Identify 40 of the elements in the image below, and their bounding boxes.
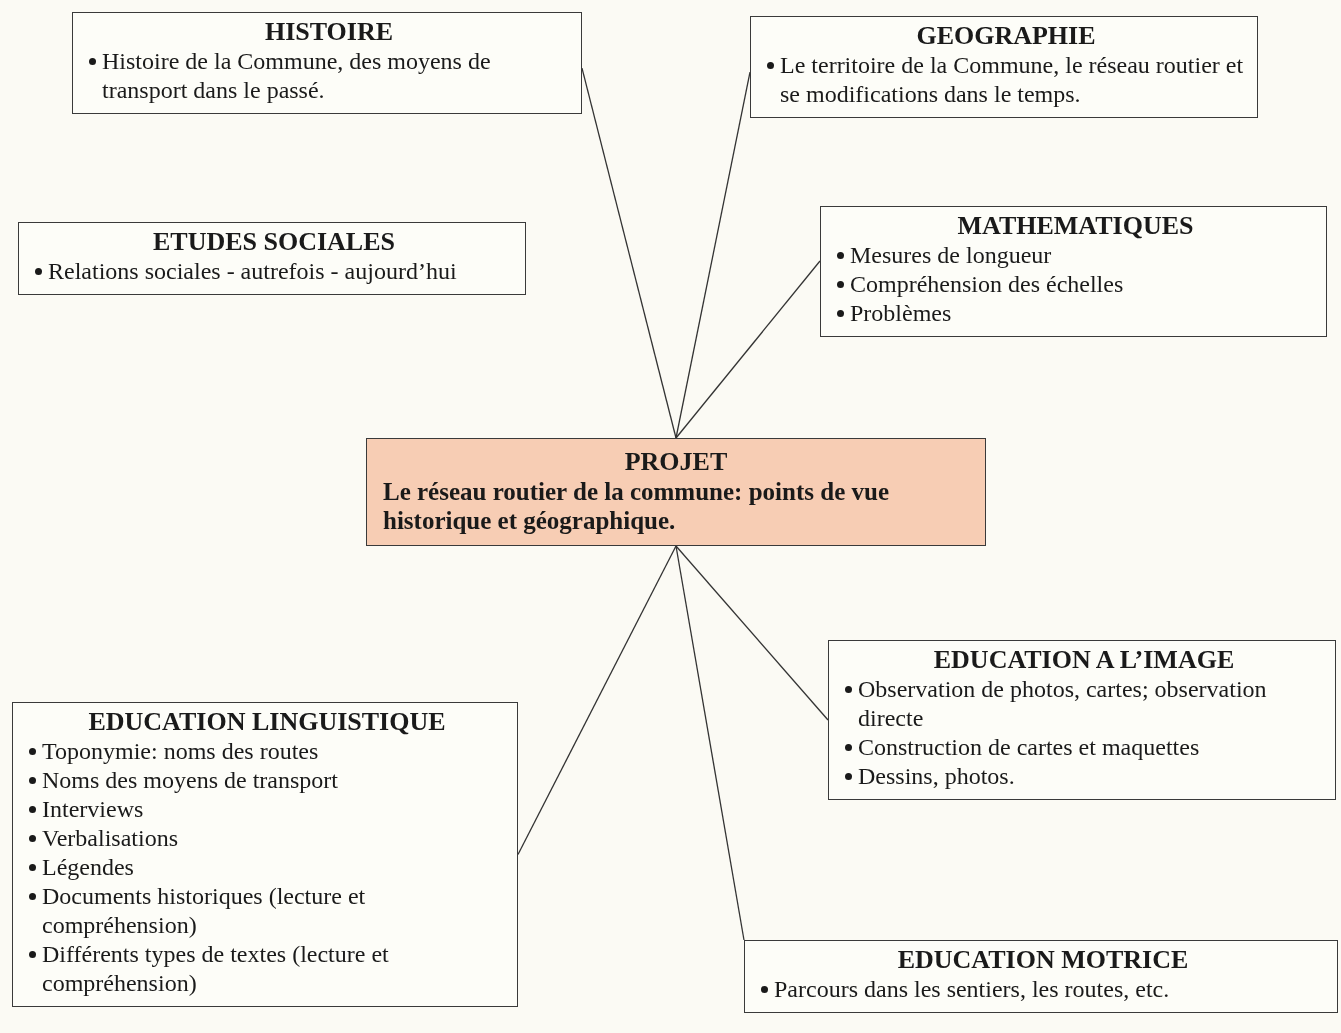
box-heading: EDUCATION A L’IMAGE: [932, 645, 1236, 675]
connector-line: [675, 545, 829, 721]
box-heading: PROJET: [623, 447, 729, 477]
bullet-text: Relations sociales - autrefois - aujourd’hui: [48, 257, 457, 286]
connector-line: [675, 71, 751, 439]
box-heading: EDUCATION LINGUISTIQUE: [87, 707, 447, 737]
topic-box: [72, 12, 582, 114]
connector-line: [517, 545, 677, 856]
bullet-text: Le territoire de la Commune, le réseau routier et se modifications dans le temps.: [780, 51, 1245, 109]
bullet-text: Compréhension des échelles: [850, 270, 1124, 299]
bullet-text: Noms des moyens de transport: [42, 766, 338, 795]
connector-line: [675, 545, 745, 941]
bullet-text: Différents types de textes (lecture et compréhension): [42, 940, 390, 998]
box-heading: ETUDES SOCIALES: [151, 227, 396, 257]
connector-line: [581, 67, 677, 439]
bullet-text: Mesures de longueur: [850, 241, 1052, 270]
bullet-text: Documents historiques (lecture et compréhension): [42, 882, 367, 940]
box-heading: GEOGRAPHIE: [915, 21, 1097, 51]
topic-box: [18, 222, 526, 295]
topic-box: [744, 940, 1338, 1013]
topic-box: [12, 702, 518, 1007]
topic-box: [828, 640, 1336, 800]
topic-box: [750, 16, 1258, 118]
connector-line: [675, 260, 821, 439]
bullet-text: Interviews: [42, 795, 144, 824]
bullet-text: Légendes: [42, 853, 134, 882]
bullet-text: Le réseau routier de la commune: points de vue historique et géographique.: [383, 477, 890, 535]
topic-box: [820, 206, 1327, 337]
bullet-text: Dessins, photos.: [858, 762, 1015, 791]
project-box: [366, 438, 986, 546]
box-heading: HISTOIRE: [263, 17, 395, 47]
bullet-text: Problèmes: [850, 299, 952, 328]
bullet-text: Verbalisations: [42, 824, 178, 853]
box-heading: MATHEMATIQUES: [956, 211, 1195, 241]
bullet-text: Histoire de la Commune, des moyens de transport dans le passé.: [102, 47, 492, 105]
box-heading: EDUCATION MOTRICE: [896, 945, 1190, 975]
bullet-text: Parcours dans les sentiers, les routes, etc.: [774, 975, 1170, 1004]
bullet-text: Toponymie: noms des routes: [42, 737, 319, 766]
bullet-text: Construction de cartes et maquettes: [858, 733, 1200, 762]
bullet-text: Observation de photos, cartes; observation directe: [858, 675, 1268, 733]
